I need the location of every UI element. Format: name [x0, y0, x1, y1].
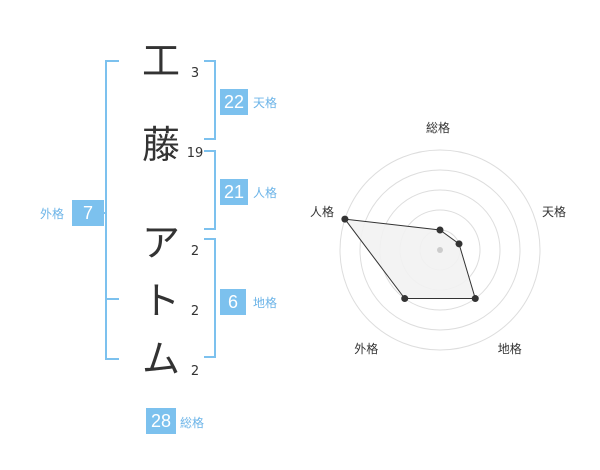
- name-char-3: ア: [141, 221, 180, 265]
- gaikaku-badge: 7: [72, 200, 104, 226]
- radar-point-4: [341, 215, 349, 223]
- stroke-count-4: 2: [190, 304, 200, 319]
- radar-area: [343, 218, 476, 300]
- jinkaku-label: 人格: [253, 186, 278, 200]
- gaikaku-label: 外格: [40, 207, 65, 221]
- soukaku-label: 総格: [180, 416, 205, 430]
- radar-center: [437, 247, 443, 253]
- name-char-5: ム: [141, 337, 180, 381]
- radar-axis-label-3: 外格: [354, 341, 379, 356]
- radar-axis-label-1: 天格: [542, 205, 567, 220]
- radar-axis-label-0: 総格: [426, 121, 451, 135]
- stroke-count-1: 3: [190, 66, 200, 81]
- radar-chart: [339, 149, 541, 351]
- jinkaku-badge: 21: [220, 179, 248, 205]
- tenkaku-badge: 22: [220, 89, 248, 115]
- radar-points: [341, 215, 479, 303]
- radar-point-0: [436, 226, 444, 234]
- radar-axis-label-4: 人格: [309, 205, 334, 220]
- chikaku-badge: 6: [220, 289, 246, 315]
- radar-axis-label-2: 地格: [497, 341, 522, 356]
- radar-ring-5: [339, 149, 541, 351]
- name-char-1: 工: [141, 39, 180, 83]
- name-char-2: 藤: [141, 123, 180, 167]
- radar-point-1: [455, 240, 463, 248]
- chikaku-label: 地格: [253, 296, 278, 310]
- stroke-count-3: 2: [190, 244, 200, 259]
- stroke-count-5: 2: [190, 364, 200, 379]
- radar-point-2: [471, 295, 479, 303]
- name-char-4: ト: [141, 279, 180, 323]
- radar-point-3: [401, 295, 409, 303]
- radar-ring-4: [359, 169, 521, 331]
- stroke-count-2: 19: [186, 146, 204, 161]
- soukaku-badge: 28: [146, 408, 176, 434]
- tenkaku-label: 天格: [253, 96, 278, 110]
